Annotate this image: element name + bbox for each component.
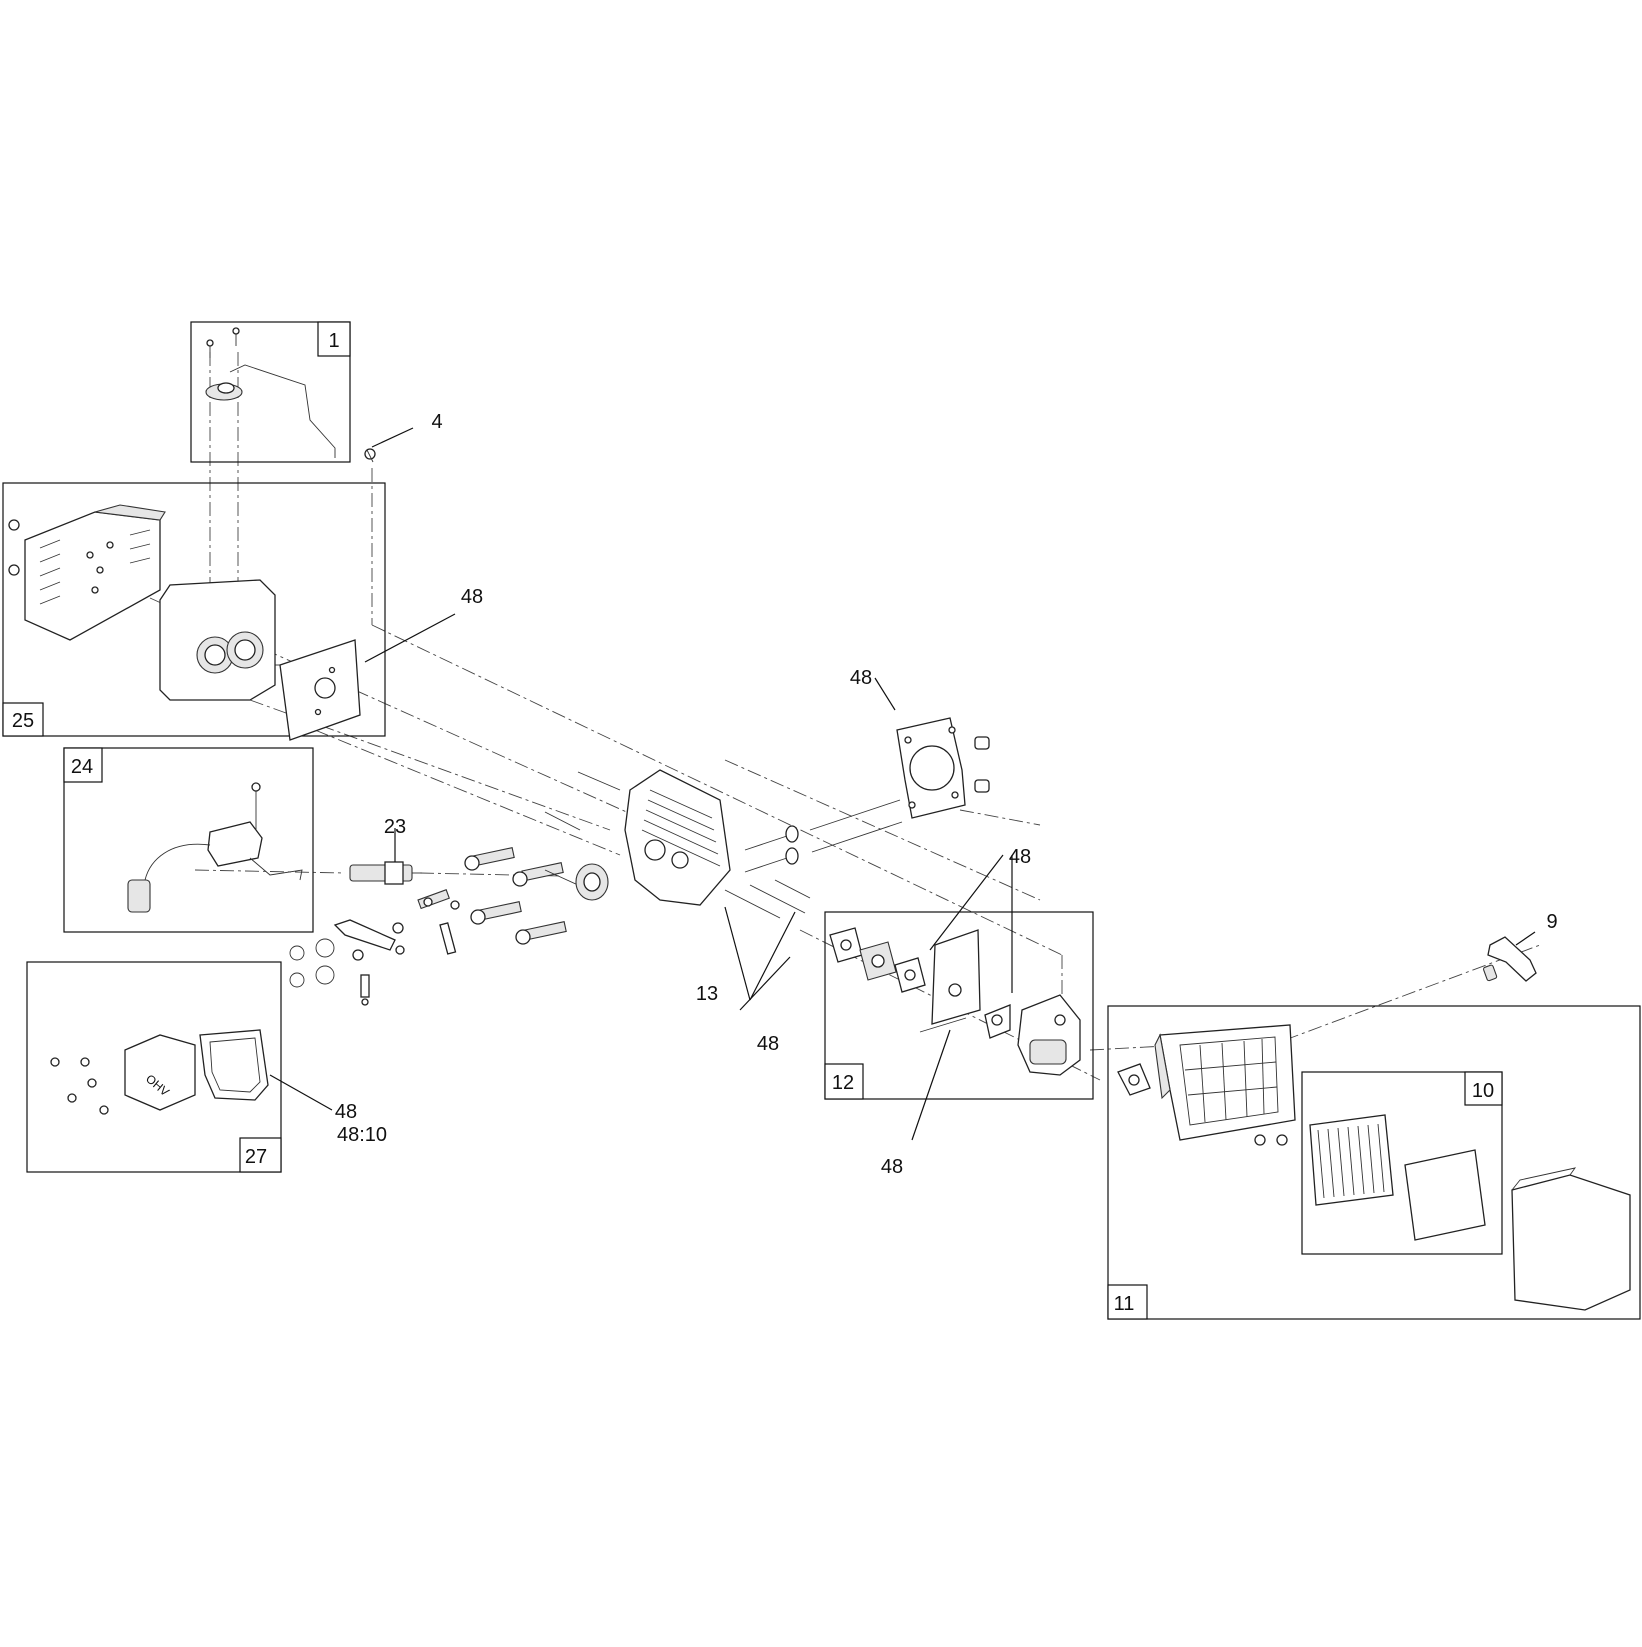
rocker-arm-parts [289, 889, 460, 1006]
paper-filter [1309, 1114, 1394, 1206]
callout-13: 13 [696, 983, 718, 1005]
group-label-1: 1 [328, 330, 339, 352]
group-box-1: 1 [190, 321, 351, 463]
part-4 [364, 448, 376, 463]
group-label-10: 10 [1472, 1080, 1494, 1102]
callout-48: 48 [335, 1101, 357, 1123]
group-label-11: 11 [1114, 1293, 1135, 1315]
group-box-11: 11 [1107, 1005, 1641, 1320]
valve-cover: OHV [124, 1034, 196, 1111]
cylinder-head [624, 769, 731, 906]
head-bolts [464, 847, 567, 945]
air-filter-base [1154, 1024, 1296, 1146]
air-filter-cover [1511, 1167, 1631, 1311]
carburetor [984, 994, 1081, 1076]
ignition-coil [127, 782, 303, 913]
valve-cover-screws [50, 1057, 109, 1115]
callout-48: 48 [881, 1156, 903, 1178]
group-box-24: 24 [63, 747, 314, 933]
carb-gaskets [829, 927, 926, 993]
group-box-12: 12 [824, 911, 1094, 1100]
dowel-pins [974, 736, 990, 793]
callout-4: 4 [431, 411, 442, 433]
group-label-12: 12 [832, 1072, 854, 1094]
head-gasket [896, 717, 966, 819]
callout-48: 48 [850, 667, 872, 689]
callout-48-10: 48:10 [337, 1124, 387, 1146]
leader-lines [269, 427, 1536, 1141]
insulator-plate [919, 929, 981, 1033]
push-rods [809, 799, 903, 853]
air-filter-gasket [1117, 1063, 1151, 1096]
group-label-27: 27 [245, 1146, 267, 1168]
muffler-gasket [279, 639, 361, 741]
foam-pre-filter [1404, 1149, 1486, 1241]
muffler-body [159, 579, 276, 701]
valve-cover-gasket [199, 1029, 269, 1101]
callout-48: 48 [461, 586, 483, 608]
spark-plug [349, 861, 422, 885]
callout-48: 48 [1009, 846, 1031, 868]
group-label-25: 25 [12, 710, 34, 732]
group-box-25: 25 [2, 482, 386, 741]
bracket-part [205, 327, 336, 458]
breather-hose [1483, 936, 1537, 982]
valves [744, 825, 799, 873]
callout-9: 9 [1546, 911, 1557, 933]
group-label-24: 24 [71, 756, 93, 778]
muffler-guard [8, 504, 166, 641]
intake-studs [724, 879, 811, 919]
callouts: 4 48 48 23 48 13 48 48 9 48 48:10 [335, 411, 1558, 1178]
callout-48: 48 [757, 1033, 779, 1055]
pulley-part [575, 863, 609, 901]
group-box-10: 10 [1301, 1071, 1503, 1255]
group-box-27: 27 OHV [26, 961, 282, 1173]
callout-23: 23 [384, 816, 406, 838]
